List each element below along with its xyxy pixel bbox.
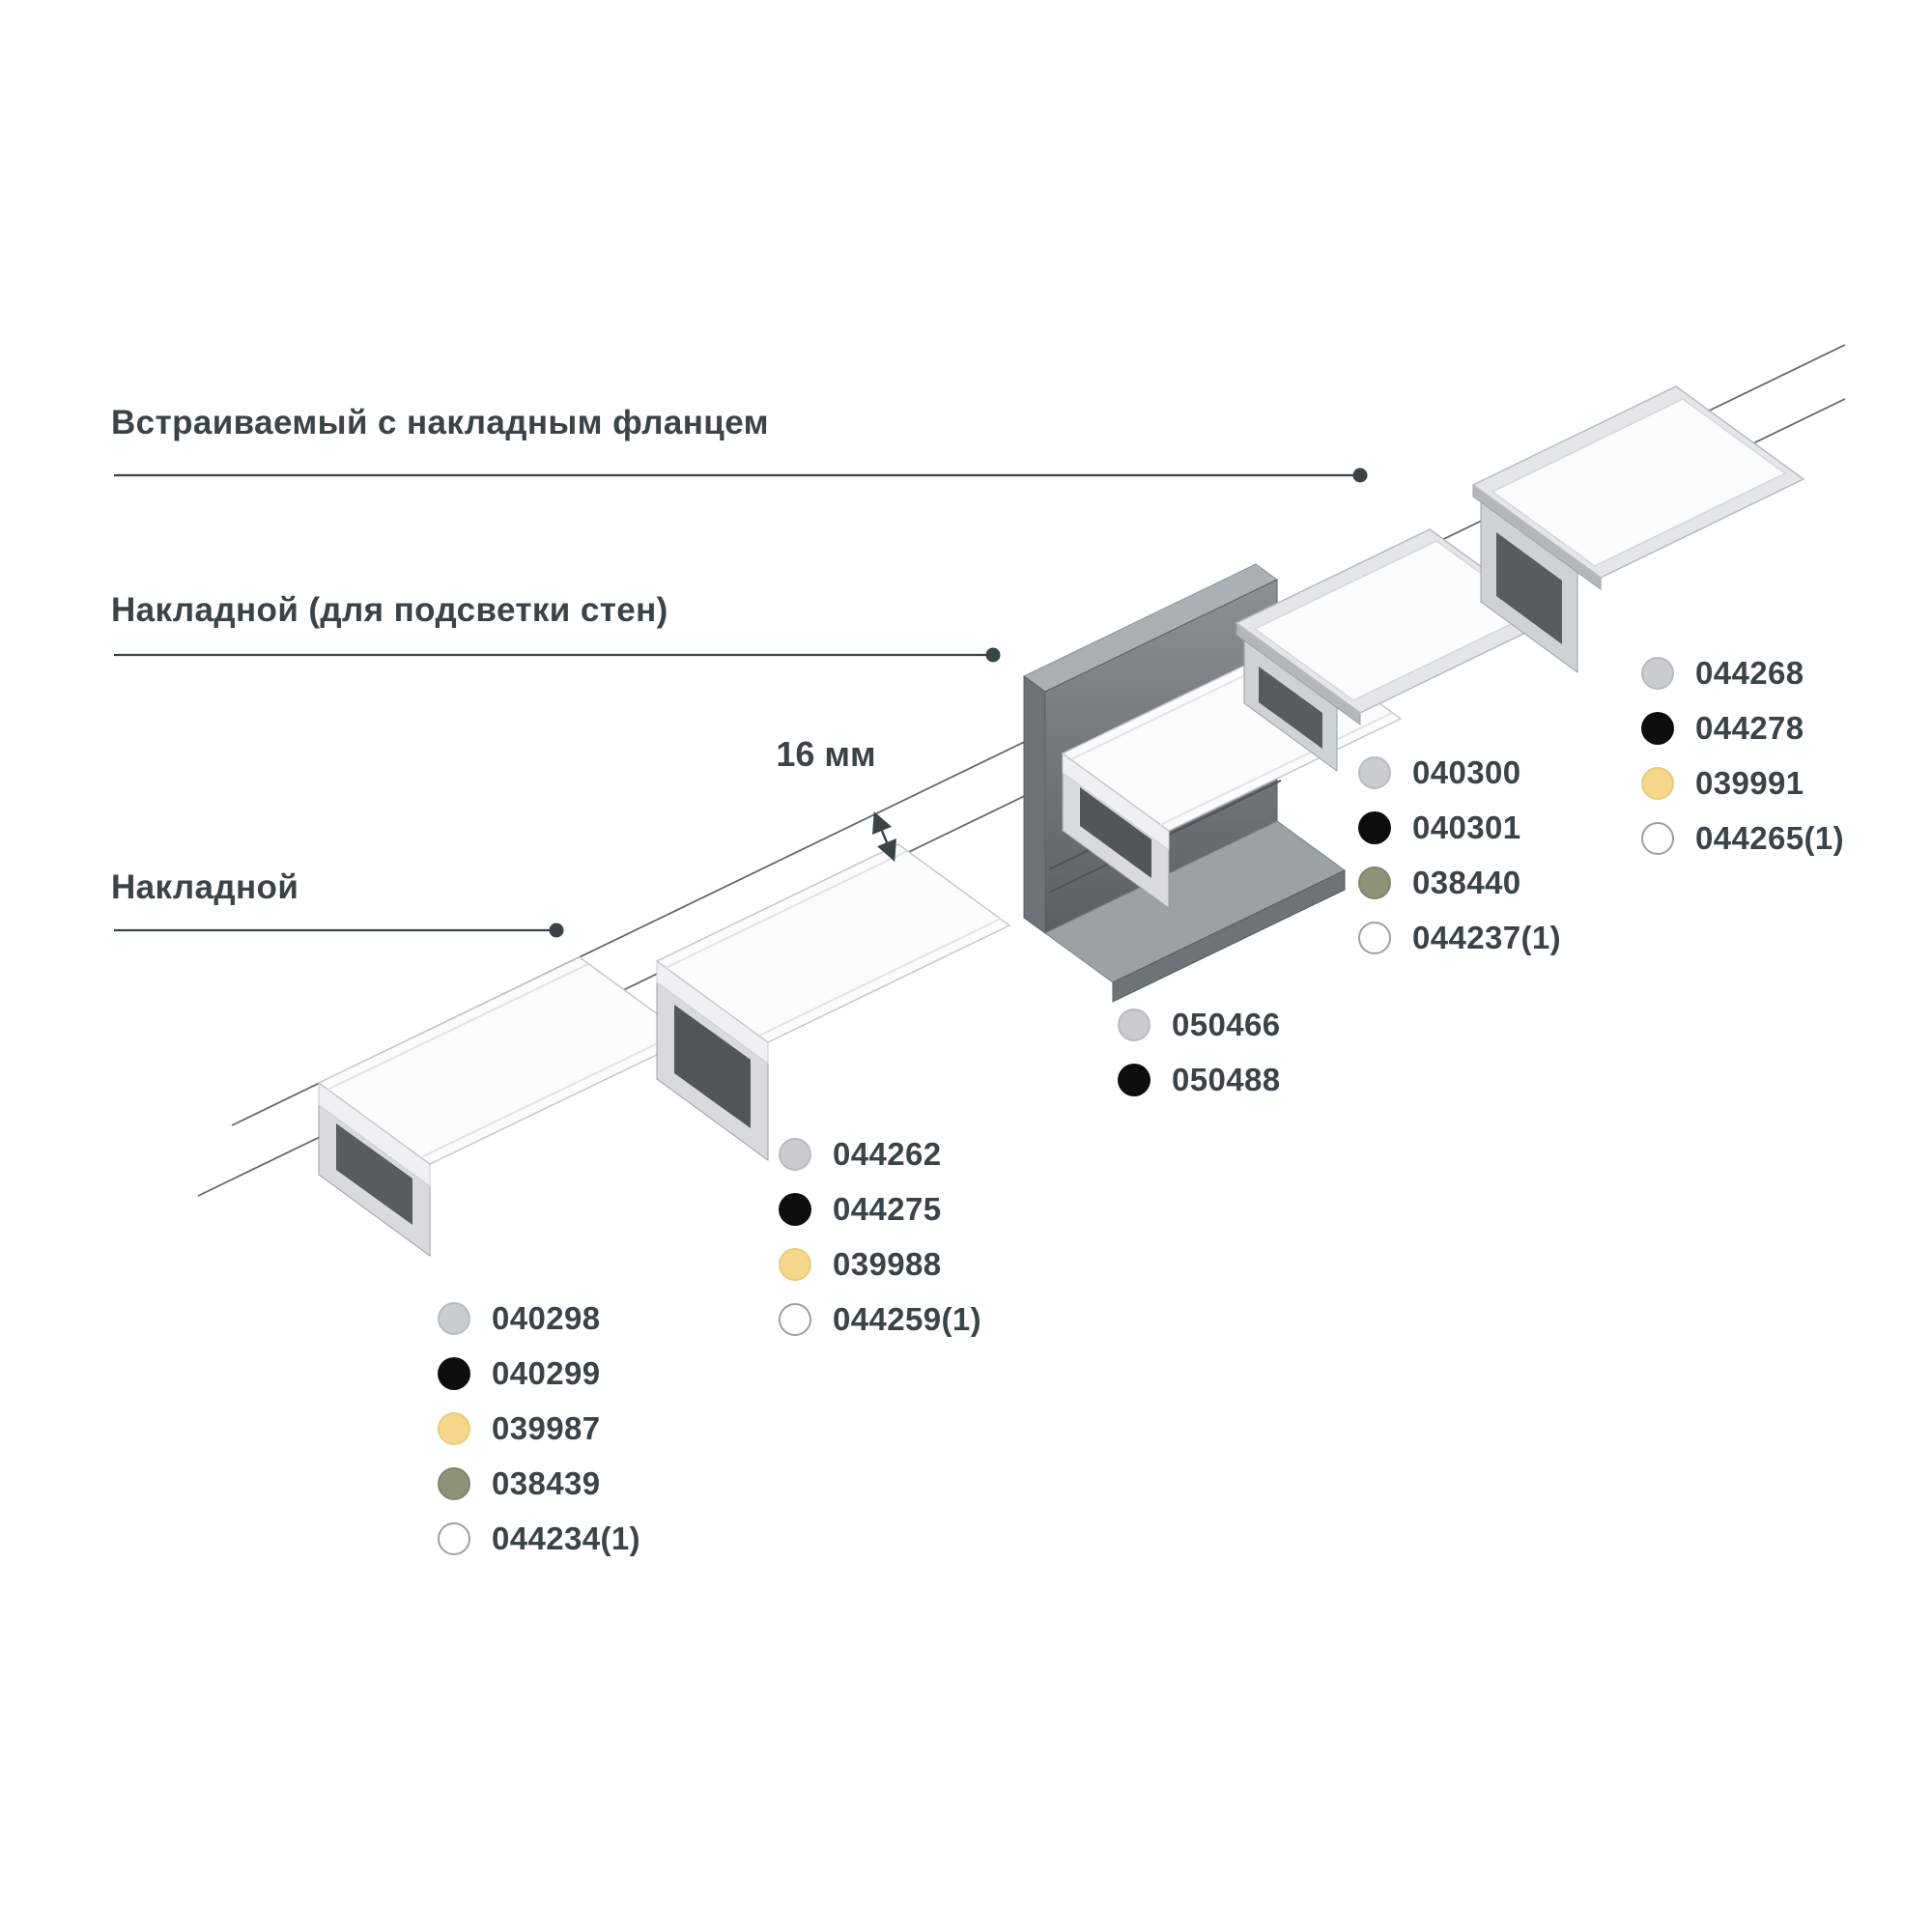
product-code-row: 044275 — [779, 1191, 981, 1228]
color-swatch-white-icon — [438, 1522, 470, 1555]
channel-cavity — [674, 1005, 751, 1128]
label-recessed-with-flange: Встраиваемый с накладным фланцем — [111, 404, 769, 441]
product-code-row: 050466 — [1118, 1007, 1281, 1043]
product-code-row: 039988 — [779, 1246, 981, 1283]
diffuser-edge-line — [1159, 712, 1393, 826]
product-code-row: 044237(1) — [1358, 920, 1561, 956]
product-code-row: 040298 — [438, 1300, 640, 1337]
product-code: 038439 — [492, 1465, 601, 1501]
label-surface-wall-lighting: Накладной (для подсветки стен) — [111, 591, 668, 629]
channel-cavity — [1259, 667, 1322, 749]
diffuser-top-face — [655, 843, 1011, 1043]
code-group-wall-wash: 050466 050488 — [1118, 1007, 1281, 1098]
foot-front-face — [1112, 869, 1346, 1003]
leader-dot — [985, 647, 1001, 663]
color-swatch-black-icon — [1118, 1064, 1151, 1096]
profile-surface-tall-illustration — [655, 843, 1011, 1161]
plate-end-face — [1023, 675, 1046, 934]
product-code: 044237(1) — [1412, 920, 1562, 955]
color-swatch-gray-icon — [1358, 756, 1391, 789]
product-code: 040298 — [492, 1300, 601, 1336]
code-group-surface-tall: 044262 044275 039988 044259(1) — [779, 1136, 981, 1338]
diffuser-edge-line — [665, 850, 908, 969]
code-group-surface-flat: 040298 040299 039987 038439 044234(1) — [438, 1300, 640, 1557]
product-code-row: 044262 — [779, 1136, 981, 1173]
channel-cavity — [336, 1123, 412, 1225]
code-group-recessed-tall: 044268 044278 039991 044265(1) — [1641, 655, 1844, 857]
product-code-row: 039987 — [438, 1410, 640, 1447]
leader-dot — [1352, 468, 1368, 483]
channel-cavity — [1496, 532, 1562, 644]
product-code-row: 040301 — [1358, 810, 1561, 846]
product-code-row: 044268 — [1641, 655, 1844, 692]
product-code: 044265(1) — [1695, 820, 1845, 856]
color-swatch-white-icon — [1358, 922, 1391, 954]
product-code-row: 044265(1) — [1641, 820, 1844, 857]
product-code: 040300 — [1412, 754, 1521, 790]
color-swatch-olive-icon — [1358, 867, 1391, 899]
diffuser-edge-line — [758, 918, 1002, 1037]
profile-surface-flat-illustration — [317, 956, 693, 1257]
product-code: 044275 — [833, 1191, 942, 1227]
color-swatch-black-icon — [1358, 811, 1391, 844]
dimension-arrow — [872, 811, 896, 862]
product-code-row: 044234(1) — [438, 1520, 640, 1557]
color-swatch-gray-icon — [1118, 1009, 1151, 1041]
color-swatch-olive-icon — [438, 1467, 470, 1500]
product-code: 050466 — [1172, 1007, 1281, 1042]
product-code: 040299 — [492, 1355, 601, 1391]
color-swatch-gold-icon — [438, 1412, 470, 1445]
product-code-row: 040300 — [1358, 754, 1561, 791]
color-swatch-gold-icon — [779, 1248, 811, 1281]
product-code: 039991 — [1695, 765, 1804, 801]
dimension-width-label: 16 мм — [776, 734, 876, 774]
code-group-recessed-flat: 040300 040301 038440 044237(1) — [1358, 754, 1561, 956]
product-code: 044259(1) — [833, 1301, 982, 1337]
color-swatch-black-icon — [1641, 712, 1674, 745]
product-code-row: 038440 — [1358, 865, 1561, 901]
product-code: 044262 — [833, 1136, 942, 1172]
product-code: 040301 — [1412, 810, 1521, 845]
diffuser-top-face — [1491, 398, 1787, 567]
color-swatch-gray-icon — [438, 1302, 470, 1335]
product-code-row: 039991 — [1641, 765, 1844, 802]
diffuser-edge-line — [420, 1031, 683, 1158]
channel-cavity — [1080, 787, 1151, 878]
product-code: 044278 — [1695, 710, 1804, 746]
product-code-row: 044259(1) — [779, 1301, 981, 1338]
product-code: 039988 — [833, 1246, 942, 1282]
product-code: 044234(1) — [492, 1520, 641, 1556]
color-swatch-white-icon — [779, 1303, 811, 1336]
product-code-row: 040299 — [438, 1355, 640, 1392]
product-code: 038440 — [1412, 865, 1521, 900]
product-code-row: 038439 — [438, 1465, 640, 1502]
product-code: 050488 — [1172, 1062, 1281, 1097]
product-code: 044268 — [1695, 655, 1804, 691]
color-swatch-gray-icon — [779, 1138, 811, 1171]
product-code-row: 050488 — [1118, 1062, 1281, 1098]
color-swatch-white-icon — [1641, 822, 1674, 855]
profile-recessed-tall-illustration — [1471, 385, 1805, 673]
color-swatch-black-icon — [438, 1357, 470, 1390]
color-swatch-gold-icon — [1641, 767, 1674, 800]
color-swatch-gray-icon — [1641, 657, 1674, 690]
leader-dot — [549, 923, 564, 938]
color-swatch-black-icon — [779, 1193, 811, 1226]
product-code-row: 044278 — [1641, 710, 1844, 747]
label-leader-lines — [114, 468, 1368, 938]
profile-recessed-flat-illustration — [1235, 528, 1555, 772]
diffuser-edge-line — [327, 963, 589, 1091]
label-surface: Накладной — [111, 868, 299, 906]
product-code: 039987 — [492, 1410, 601, 1446]
